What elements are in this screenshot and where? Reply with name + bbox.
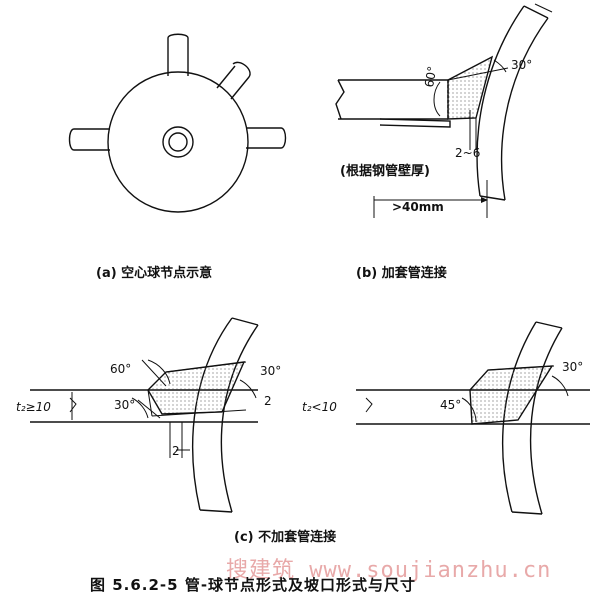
tube-top: [167, 33, 189, 76]
panel-c-left-thickness: t₂≥10: [16, 400, 51, 414]
panel-a-caption: (a) 空心球节点示意: [96, 266, 213, 281]
sphere-arc-inner-thick: [192, 317, 233, 511]
sleeve: [379, 118, 451, 128]
joint-thick: [30, 317, 259, 513]
weld-bead-thin: [469, 365, 554, 425]
panel-b-gap: 2~6: [455, 146, 481, 160]
panel-c-left-dim-a: 2: [172, 444, 180, 458]
sphere-hole-inner: [168, 132, 188, 152]
panel-b-note: (根据钢管壁厚): [340, 164, 430, 179]
panel-c-right-angle-45: 45°: [440, 398, 462, 412]
joint-thin: [356, 321, 590, 515]
sleeve-joint: [335, 3, 553, 218]
hollow-sphere-node: [68, 33, 287, 213]
panel-c-left-angle-30a: 30°: [114, 398, 136, 412]
sphere-hole-outer: [162, 126, 194, 158]
sphere-arc-outer-thin: [529, 327, 563, 515]
sphere-arc-outer-thick: [220, 324, 259, 513]
panel-b-angle-30: 30°: [511, 58, 533, 72]
panel-c-caption: (c) 不加套管连接: [234, 530, 337, 545]
tube-left: [68, 128, 110, 151]
tube-break: [335, 79, 345, 120]
panel-b-length-dim: >40mm: [392, 200, 444, 214]
sphere-arc-inner: [476, 5, 525, 197]
tube-inclined: [216, 61, 251, 100]
panel-c-right-angle-30: 30°: [562, 360, 584, 374]
sphere-outline: [107, 71, 249, 213]
figure-title: 图 5.6.2-5 管-球节点形式及坡口形式与尺寸: [90, 576, 417, 594]
sphere-arc-outer: [500, 17, 549, 201]
panel-c-left-angle-60: 60°: [110, 362, 132, 376]
weld-bead-thick: [147, 361, 246, 415]
tube-right: [246, 127, 287, 149]
watermark: 搜建筑 www.soujianzhu.cn: [226, 558, 552, 583]
panel-c-right-thickness: t₂<10: [302, 400, 337, 414]
panel-c-left-angle-30b: 30°: [260, 364, 282, 378]
panel-b-caption: (b) 加套管连接: [356, 266, 447, 281]
panel-c-left-dim-b: 2: [264, 394, 272, 408]
